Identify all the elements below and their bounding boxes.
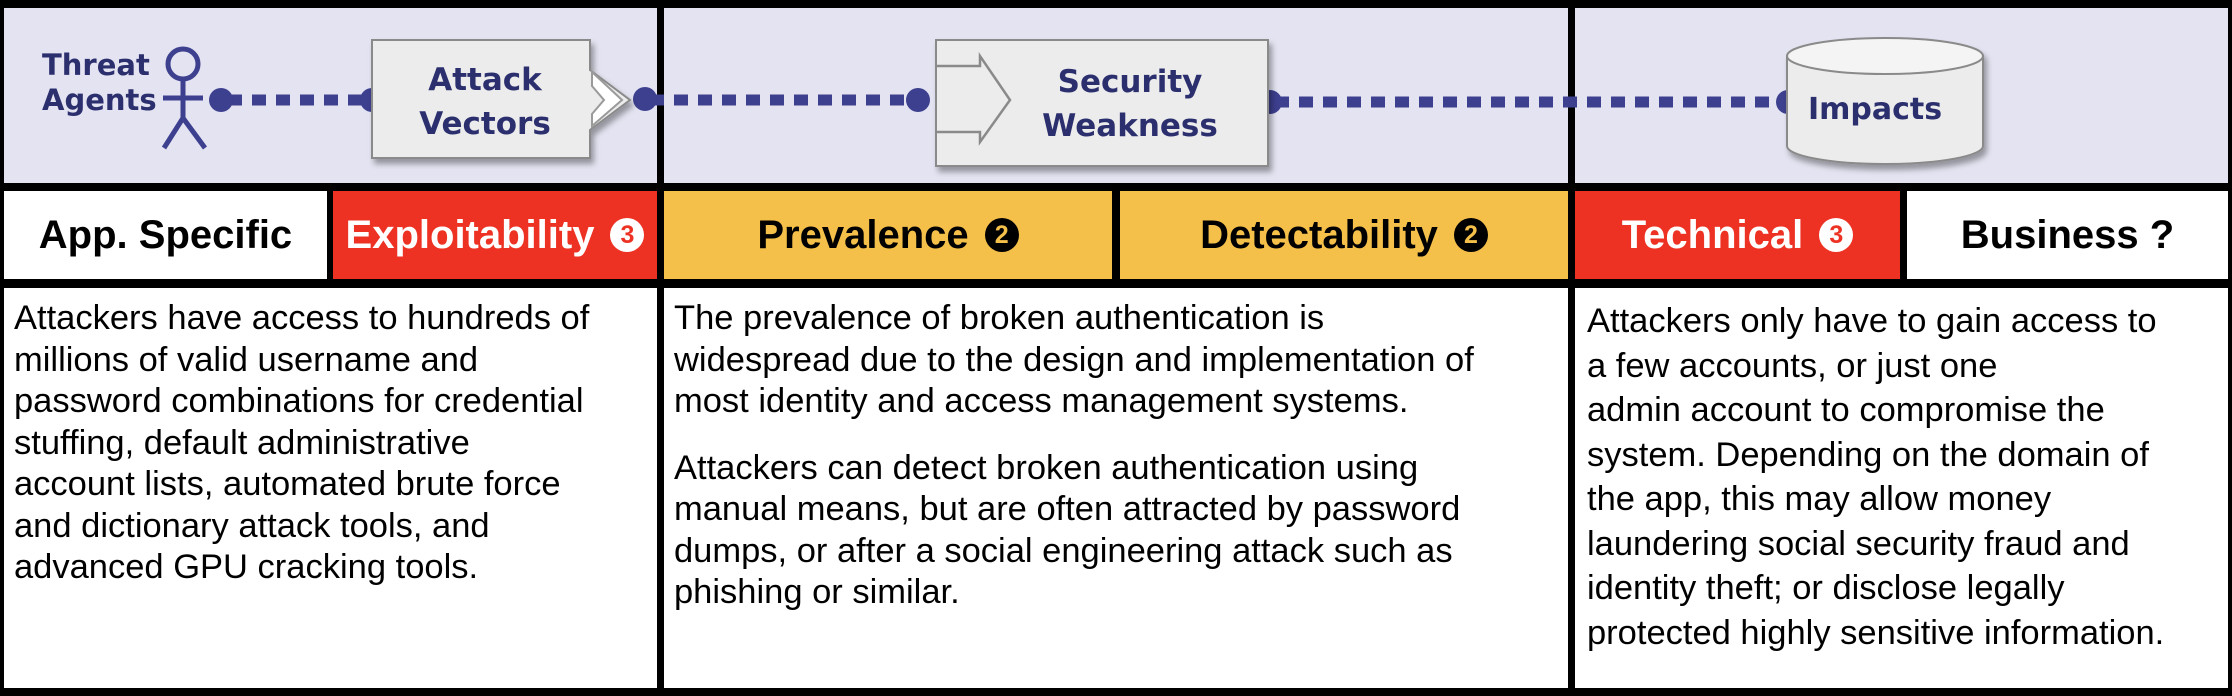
text-line: protected highly sensitive information. [1587,613,2165,652]
text-line: Attackers have access to hundreds of [14,299,590,337]
threat-agents-label: Threat Agents [42,48,157,118]
header-technical: Technical 3 [1575,191,1900,279]
header-divider [1900,191,1907,279]
text-line: account lists, automated brute force [14,465,561,503]
text-line: a few accounts, or just one [1587,346,1998,385]
text-line: system. Depending on the domain of [1587,435,2149,474]
text-line: the app, this may allow money [1587,480,2052,518]
text-line: Attackers only have to gain access to [1587,302,2157,340]
header-divider [327,191,333,279]
header-app-specific: App. Specific [4,191,327,279]
text-line: stuffing, default administrative [14,423,470,462]
security-weakness-line: Weakness [1042,108,1218,144]
header-label: Technical [1621,212,1804,257]
text-line: admin account to compromise the [1587,391,2105,429]
header-label: Exploitability [345,212,595,257]
flow-diagram [161,37,1984,167]
connector-dot [209,88,233,112]
impacts-label: Impacts [1807,92,1943,127]
arrow-box-icon [935,39,1269,167]
score-badge: 3 [1819,218,1854,252]
text-line: laundering social security fraud and [1587,524,2130,563]
attack-vectors-label: Attack Vectors [400,58,570,146]
text-line: manual means, but are often attracted by… [674,490,1461,528]
text-line: and dictionary attack tools, and [14,506,490,545]
score-badge: 2 [984,218,1019,252]
security-weakness-line: Security [1057,64,1203,100]
text-line: widespread due to the design and impleme… [674,340,1474,379]
header-label: Business ? [1960,212,2175,257]
text-line: The prevalence of broken authentication … [674,299,1325,337]
attack-vectors-line: Vectors [419,106,551,142]
header-divider [1112,191,1120,279]
arrow-inner [591,69,624,129]
header-detectability: Detectability 2 [1120,191,1568,279]
arrow-box-icon [371,39,632,159]
header-business: Business ? [1907,191,2228,279]
header-label: Prevalence [757,212,969,257]
header-label: Detectability [1200,212,1438,257]
divider-2 [1568,0,1575,696]
text-line: Attackers can detect broken authenticati… [674,448,1419,487]
weakness-arrow-glyph [936,51,1012,146]
weakness-description: The prevalence of broken authentication … [674,298,1564,614]
left-border [0,0,4,696]
threat-agents-line: Threat [42,48,150,82]
text-line: millions of valid username and [14,340,479,379]
impacts-description: Attackers only have to gain access to a … [1587,299,2227,655]
text-line: most identity and access management syst… [674,382,1409,420]
text-line: dumps, or after a social engineering att… [674,531,1453,570]
header-bottom-line [0,279,2232,288]
bottom-border [0,688,2232,696]
database-cylinder-icon [1786,37,1984,165]
right-border [2228,0,2232,696]
text-line: password combinations for credential [14,382,584,420]
score-badge: 3 [610,218,645,252]
header-prevalence: Prevalence 2 [664,191,1112,279]
text-line: phishing or similar. [674,573,960,611]
text-line: identity theft; or disclose legally [1587,569,2065,607]
connector-dot [906,88,930,112]
score-badge: 2 [1453,218,1488,252]
header-label: App. Specific [38,212,293,257]
attack-vectors-line: Attack [428,62,542,98]
security-weakness-label: Security Weakness [1010,60,1250,148]
connector-dot [633,87,657,111]
top-border [0,0,2232,8]
stick-figure-icon [161,46,208,150]
threat-description: Attackers have access to hundreds of mil… [14,298,654,589]
threat-agents-line: Agents [42,83,157,117]
text-line: advanced GPU cracking tools. [14,548,479,586]
divider-1 [657,0,664,696]
band-bottom-line [0,183,2232,191]
header-exploitability: Exploitability 3 [333,191,657,279]
